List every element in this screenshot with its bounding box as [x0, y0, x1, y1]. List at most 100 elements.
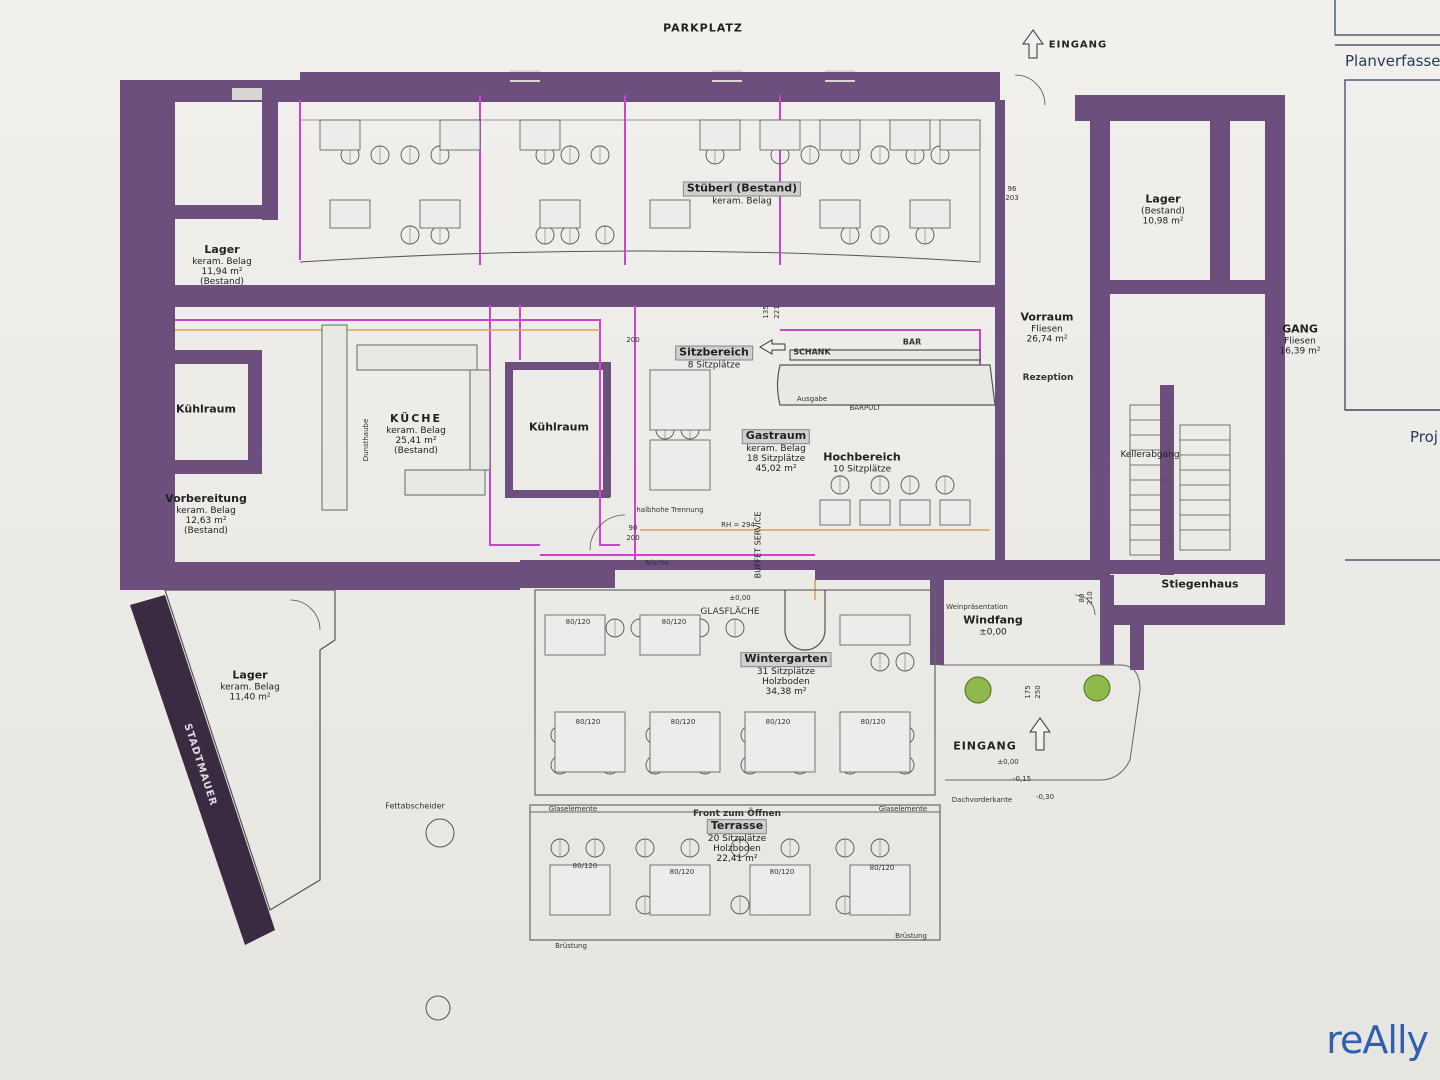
table — [839, 614, 911, 646]
dim-label-9: 250 — [1034, 685, 1042, 699]
rh-label: RH = 294 — [721, 521, 755, 529]
room-wintergarten-seats: 31 Sitzplätze — [756, 666, 816, 677]
table-group — [319, 119, 981, 916]
room-lager-right-status: (Bestand) — [1141, 205, 1185, 216]
dim-label-4: 135 — [762, 305, 770, 319]
nische-label: Nische — [645, 559, 669, 567]
eingang-top-label: EINGANG — [1048, 39, 1108, 51]
room-vorraum-area: 26,74 m² — [1026, 334, 1068, 345]
room-vorbereitung-name: Vorbereitung — [165, 492, 247, 506]
front-label: Front zum Öffnen — [692, 809, 782, 819]
room-sitzbereich-seats: 8 Sitzplätze — [687, 360, 741, 371]
glaselemente-left-label: Glaselemente — [548, 805, 598, 813]
room-sitzbereich-name: Sitzbereich — [675, 345, 753, 361]
room-wintergarten-floor: Holzboden — [762, 677, 810, 688]
room-kellerabgang-name: Kellerabgang — [1120, 449, 1180, 460]
glasflaeche-label: GLASFLÄCHE — [700, 607, 760, 617]
table — [939, 499, 971, 526]
room-vorbereitung-area: 12,63 m² — [185, 516, 227, 527]
dim-label-7: 203 — [1005, 194, 1019, 202]
entrance-top-arrow-icon — [1022, 29, 1044, 59]
room-kuehlraum-1: Kühlraum — [176, 403, 236, 417]
planting — [964, 674, 1111, 704]
north-wall-cap — [300, 72, 1000, 80]
eingang-bottom-label: EINGANG — [953, 739, 1017, 753]
room-lager-south-floor: keram. Belag — [220, 681, 280, 692]
dim-label-10: 80 — [1078, 593, 1086, 603]
dim-label-5: 221 — [773, 305, 781, 319]
room-wintergarten-area: 34,38 m² — [765, 687, 807, 698]
room-kueche-name: KÜCHE — [389, 412, 443, 426]
staircase — [1129, 404, 1231, 556]
room-windfang-name: Windfang — [963, 613, 1023, 627]
table — [319, 119, 361, 151]
room-lager-south-name: Lager — [232, 668, 268, 682]
dim-label-3: 90 — [628, 524, 638, 532]
level-label-4: -0,30 — [1035, 793, 1055, 801]
table-size-label: 80/120 — [860, 718, 886, 726]
room-stiegenhaus: Stiegenhaus — [1161, 578, 1238, 592]
room-vorbereitung-status: (Bestand) — [184, 526, 228, 537]
room-vorraum-name: Vorraum — [1020, 310, 1074, 324]
bruestung-left-label: Brüstung — [555, 942, 587, 950]
table-size-label: 80/120 — [661, 618, 687, 626]
table — [819, 199, 861, 229]
room-gang-floor: Fliesen — [1284, 335, 1316, 346]
table — [849, 864, 911, 916]
room-stueberl: Stüberl (Bestand)keram. Belag — [682, 181, 802, 207]
table — [549, 864, 611, 916]
room-lager-1-area: 11,94 m² — [201, 267, 243, 278]
room-hochbereich-name: Hochbereich — [823, 450, 901, 464]
planverfasser-label: Planverfasse — [1345, 52, 1440, 70]
parkplatz-label: PARKPLATZ — [663, 21, 743, 35]
manhole-top — [425, 818, 455, 848]
table — [639, 614, 701, 656]
table-size-label: 80/120 — [575, 718, 601, 726]
room-terrasse-area: 22,41 m² — [716, 854, 758, 865]
room-lager-1-status: (Bestand) — [200, 277, 244, 288]
stueberl-curve — [299, 250, 981, 263]
dachvorderkante-label: Dachvorderkante — [951, 796, 1013, 804]
dim-label-1: 200 — [626, 336, 640, 344]
schank-arrow-icon — [759, 339, 786, 355]
weinpraesentation-label: Weinpräsentation — [946, 603, 1008, 611]
table-size-label: 80/120 — [670, 718, 696, 726]
outer-walls — [120, 70, 1285, 670]
glaselemente-right-label: Glaselemente — [878, 805, 928, 813]
room-terrasse-floor: Holzboden — [713, 844, 761, 855]
bar-counter — [776, 349, 996, 406]
room-windfang-level: ±0,00 — [979, 627, 1007, 638]
table — [544, 614, 606, 656]
room-hochbereich-seats: 10 Sitzplätze — [832, 464, 892, 475]
table-size-label: 80/120 — [565, 618, 591, 626]
table — [819, 499, 851, 526]
table — [819, 119, 861, 151]
lager-south-outline — [164, 589, 336, 911]
table — [329, 199, 371, 229]
projekt-label: Proj — [1410, 428, 1438, 446]
room-kueche-area: 25,41 m² — [395, 436, 437, 447]
terrasse-outline — [529, 804, 941, 941]
bar-label: BAR — [902, 337, 922, 347]
table — [889, 119, 931, 151]
table — [519, 119, 561, 151]
room-kellerabgang: Kellerabgang — [1120, 450, 1179, 460]
table-size-label: 80/120 — [869, 864, 895, 872]
room-windfang: Windfang±0,00 — [963, 613, 1023, 638]
table — [439, 119, 481, 151]
room-gastraum-name: Gastraum — [741, 429, 811, 444]
room-gastraum-floor: keram. Belag — [746, 443, 806, 454]
table — [859, 499, 891, 526]
table — [939, 119, 981, 151]
room-stueberl-floor: keram. Belag — [712, 196, 772, 207]
dim-label-2: 200 — [626, 534, 640, 542]
wintergarten-outline — [534, 589, 936, 796]
halbhohe-label: halbhohe Trennung — [636, 506, 704, 514]
table — [649, 199, 691, 229]
room-kuehlraum-2-name: Kühlraum — [529, 420, 589, 434]
